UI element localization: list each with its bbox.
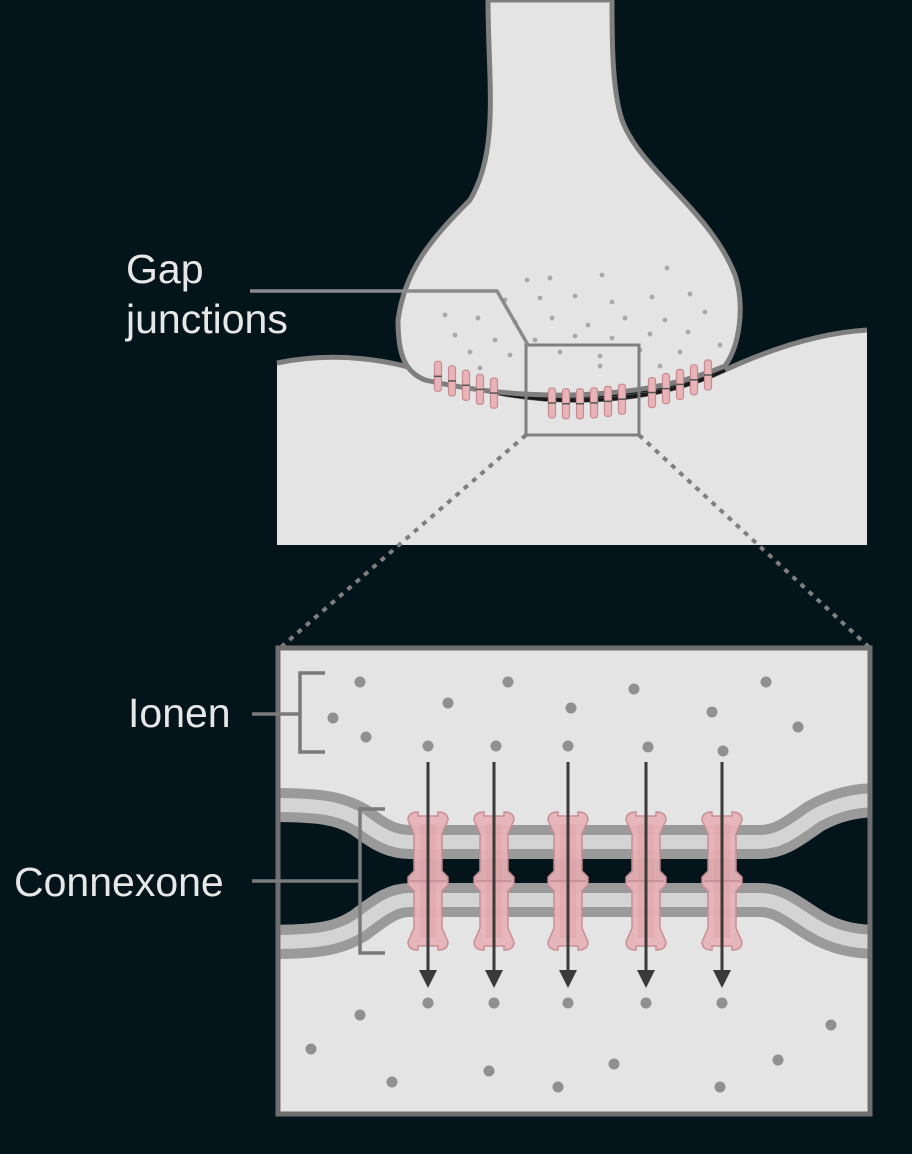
ion-dot (685, 329, 691, 335)
ion-dot (572, 333, 578, 339)
ion-dot (608, 1058, 620, 1070)
ion-dot (597, 353, 603, 359)
ion-dot (717, 745, 729, 757)
ion-dot (706, 706, 718, 718)
gap-junctions-leader (250, 289, 530, 346)
ion-dot (507, 352, 513, 358)
ion-dot (483, 1065, 495, 1077)
ion-dot (585, 322, 591, 328)
ion-dot (475, 315, 481, 321)
ion-dot (714, 1081, 726, 1093)
ion-dot (657, 363, 663, 369)
ion-dot (488, 997, 500, 1009)
zoom-region-box (524, 343, 641, 437)
ion-dot (547, 275, 553, 281)
ion-dot (502, 676, 514, 688)
ion-dot (562, 997, 574, 1009)
ion-dot (572, 293, 578, 299)
ion-dot (597, 363, 603, 369)
connexone-label: Connexone (14, 859, 224, 905)
ion-dot (524, 277, 530, 283)
mini-connexon (689, 364, 699, 396)
ion-dot (647, 331, 653, 337)
ion-dot (354, 1009, 366, 1021)
mini-connexon (703, 359, 713, 391)
mini-connexon (675, 368, 685, 400)
mini-connexon (603, 385, 613, 417)
ion-dot (825, 1019, 837, 1031)
ion-dot (552, 1081, 564, 1093)
mini-connexon (617, 383, 627, 415)
ion-dot (677, 349, 683, 355)
ion-dot (442, 312, 448, 318)
ion-dot (386, 1076, 398, 1088)
ionen-bracket (252, 671, 325, 754)
ion-dot (327, 712, 339, 724)
ion-dot (649, 294, 655, 300)
ion-dot (760, 676, 772, 688)
ion-dot (642, 741, 654, 753)
mini-connexon (447, 365, 457, 397)
ion-dot (640, 997, 652, 1009)
ion-dot (702, 309, 708, 315)
ion-dot (687, 291, 693, 297)
ion-dot (354, 676, 366, 688)
ion-dot (609, 335, 615, 341)
flow-arrow (637, 762, 655, 988)
ion-dot (492, 337, 498, 343)
ion-dot (305, 1043, 317, 1055)
ion-dot (537, 295, 543, 301)
terminal-ion-dots (442, 265, 723, 371)
ion-dot (490, 740, 502, 752)
ion-dot (664, 265, 670, 271)
mini-connexon (475, 373, 485, 405)
flow-arrow (419, 762, 437, 988)
ion-dot (772, 1054, 784, 1066)
ion-dot (565, 702, 577, 714)
ion-flow-arrows (419, 762, 731, 988)
ion-dot (628, 683, 640, 695)
ion-dot (792, 721, 804, 733)
mini-connexon (433, 360, 443, 392)
mini-connexon (561, 388, 571, 420)
ion-dot (662, 317, 668, 323)
ion-dot (477, 365, 483, 371)
gap-junctions-label-line2: junctions (126, 296, 288, 342)
membrane-connexons (433, 359, 713, 420)
mini-connexon (647, 376, 657, 409)
ion-dot (609, 299, 615, 305)
ionen-label: Ionen (128, 690, 231, 736)
flow-arrow (713, 762, 731, 988)
flow-arrow (559, 762, 577, 988)
flow-arrow (485, 762, 503, 988)
mini-connexon (547, 387, 557, 419)
presynaptic-terminal (395, 0, 743, 398)
ion-dot (452, 332, 458, 338)
ion-dot (442, 697, 454, 709)
ion-dot (422, 997, 434, 1009)
mini-connexon (589, 387, 599, 419)
connexone-bracket (252, 807, 385, 955)
mini-connexon (461, 369, 471, 401)
ion-dot (599, 272, 605, 278)
ion-dot (716, 997, 728, 1009)
ion-dot (622, 315, 628, 321)
ion-dot (562, 740, 574, 752)
gap-junctions-label-line1: Gap (126, 246, 204, 292)
mini-connexon (489, 377, 499, 409)
ion-dot (422, 740, 434, 752)
ion-dot (360, 731, 372, 743)
gap-junctions-label: Gap junctions (126, 244, 326, 344)
ion-dot (532, 337, 538, 343)
ion-dot (717, 342, 723, 348)
zoom-line-right (637, 433, 872, 650)
ion-dot (467, 349, 473, 355)
zoom-ion-dots (305, 676, 837, 1093)
mini-connexon (575, 388, 585, 420)
ion-dot (549, 315, 555, 321)
connexon (473, 811, 515, 951)
ion-dot (557, 349, 563, 355)
mini-connexon (661, 373, 671, 405)
